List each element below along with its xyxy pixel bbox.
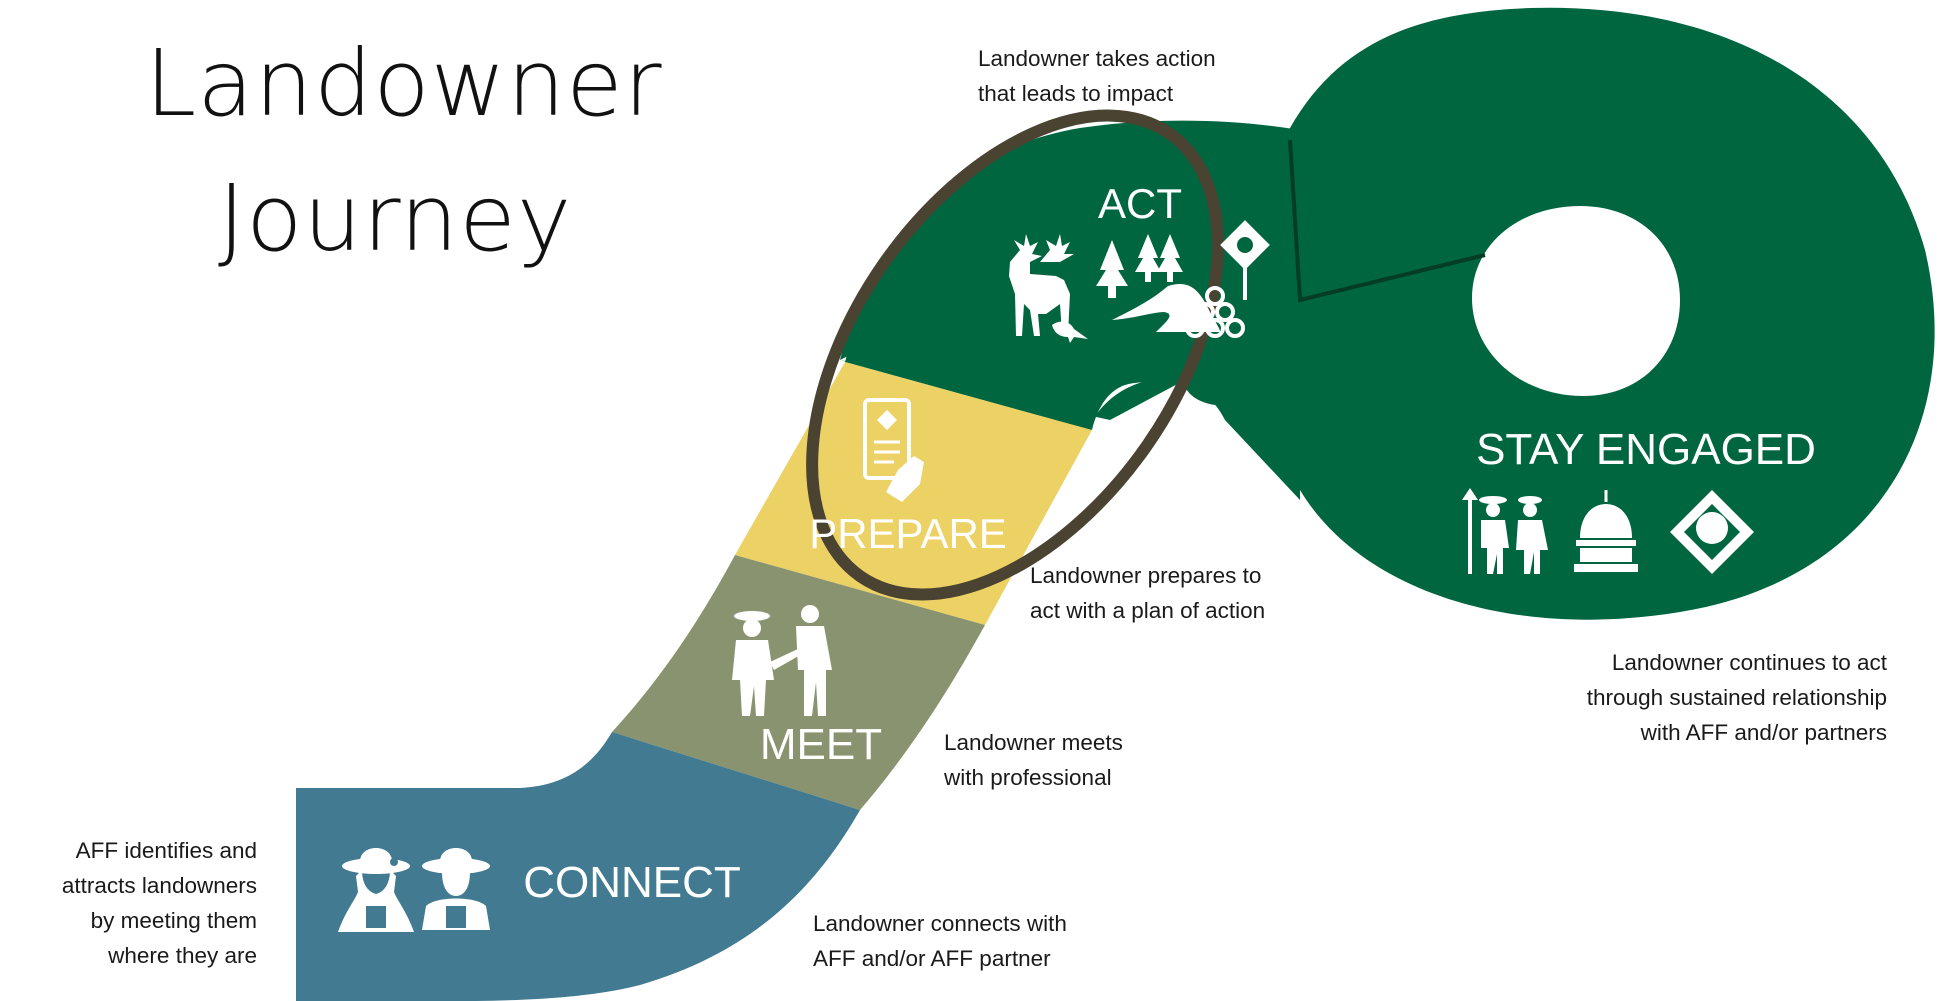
connect-description-line: Landowner connects with: [813, 911, 1067, 936]
aff-identifies-description-line: by meeting them: [90, 908, 257, 933]
aff-identifies-description-line: attracts landowners: [61, 873, 257, 898]
woman-farmer-icon: [338, 848, 414, 932]
aff-identifies-description-line: AFF identifies and: [75, 838, 257, 863]
prepare-description-line: Landowner prepares to: [1030, 563, 1262, 588]
connect-description: Landowner connects with AFF and/or AFF p…: [813, 906, 1067, 976]
act-description-line: Landowner takes action: [978, 46, 1216, 71]
connect-band: [296, 732, 860, 1001]
stay-engaged-description: Landowner continues to act through susta…: [1587, 645, 1887, 750]
capitol-dome-icon: [1574, 490, 1638, 572]
prepare-label: PREPARE: [809, 510, 1007, 557]
highlight-ellipse: [806, 109, 1224, 601]
meet-band: [612, 555, 985, 810]
stay-engaged-description-line: through sustained relationship: [1586, 685, 1887, 710]
deer-icon: [1009, 234, 1074, 336]
stay-engaged-description-line: with AFF and/or partners: [1640, 720, 1887, 745]
meet-label: MEET: [760, 720, 882, 769]
aff-diamond-logo-icon: [1670, 490, 1754, 574]
connect-label: CONNECT: [523, 858, 741, 907]
plan-document-icon: [863, 398, 924, 502]
connect-description-line: AFF and/or AFF partner: [813, 946, 1051, 971]
aff-identifies-description-line: where they are: [108, 943, 257, 968]
act-description: Landowner takes action that leads to imp…: [978, 41, 1216, 111]
stay-engaged-label: STAY ENGAGED: [1476, 425, 1816, 474]
landowner-couple-icon: [1462, 488, 1548, 574]
page-title-line-1: Landowner: [145, 30, 663, 137]
timber-logs-icon: [1185, 220, 1270, 338]
prepare-description: Landowner prepares to act with a plan of…: [1030, 558, 1265, 628]
page-title-line-2: Journey: [218, 165, 573, 272]
aff-identifies-description: AFF identifies and attracts landowners b…: [62, 833, 257, 973]
prepare-description-line: act with a plan of action: [1030, 598, 1266, 623]
act-band-fill: [845, 122, 1300, 430]
act-label: ACT: [1098, 180, 1182, 227]
meet-description: Landowner meets with professional: [944, 725, 1123, 795]
stay-engaged-description-line: Landowner continues to act: [1611, 650, 1887, 675]
meet-description-line: with professional: [944, 765, 1112, 790]
prepare-band: [735, 362, 1092, 625]
handshake-people-icon: [732, 605, 832, 716]
meet-description-line: Landowner meets: [944, 730, 1123, 755]
man-farmer-icon: [422, 848, 490, 930]
loop-divider-line: [1288, 139, 1486, 303]
bird-icon: [1052, 321, 1088, 343]
act-description-line: that leads to impact: [978, 81, 1174, 106]
stay-engaged-loop: [1182, 7, 1935, 620]
